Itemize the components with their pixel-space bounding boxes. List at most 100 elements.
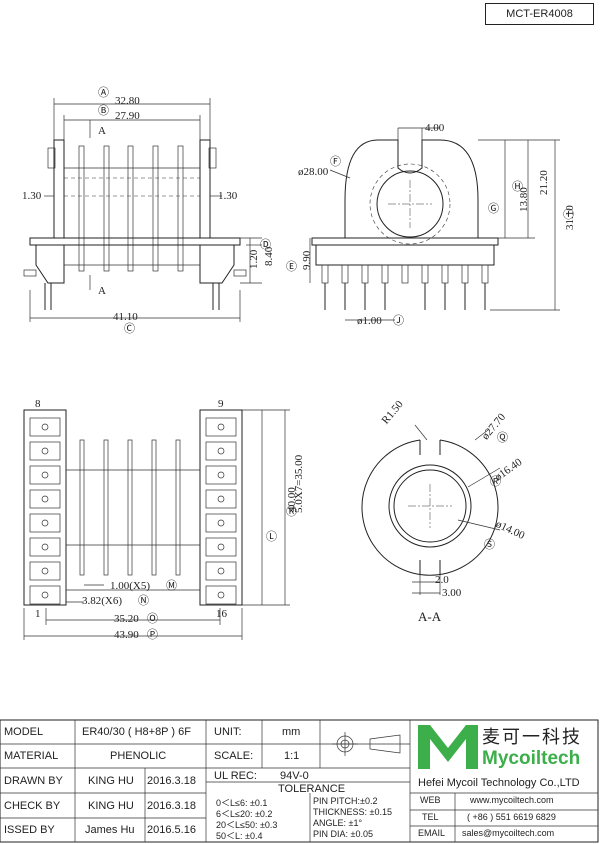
company-name: Hefei Mycoil Technology Co.,LTD [418, 777, 580, 789]
email-link[interactable]: sales@mycoiltech.com [462, 828, 555, 838]
right-pin-hole [217, 567, 225, 575]
tol-4: 50＜L: ±0.4 [216, 831, 263, 841]
left-pin-slot [29, 441, 61, 461]
dim-m-mark: Ⓜ [166, 579, 177, 592]
right-pin-hole [217, 543, 225, 551]
section-a-bottom: A [98, 285, 106, 297]
tol-2: 6＜L≤20: ±0.2 [216, 809, 273, 819]
left-pin-hole [41, 519, 49, 527]
drawn-label: DRAWN BY [4, 775, 63, 787]
right-pin-slot [205, 465, 237, 485]
tel-value: ( +86 ) 551 6619 6829 [467, 812, 556, 822]
dim-i: 31.10 [564, 205, 576, 230]
dim-o: 35.20 [114, 613, 139, 625]
pin-label-8: 8 [35, 398, 41, 410]
dim-p: 43.90 [114, 629, 139, 641]
dim-n-mark: Ⓝ [138, 594, 149, 607]
company-logo [418, 725, 478, 769]
dim-e-mark: Ⓔ [286, 260, 297, 273]
dim-pin-small: 1.20 [248, 249, 260, 269]
drawn-name: KING HU [88, 775, 134, 787]
ul-label: UL REC: [214, 770, 257, 782]
unit-label: UNIT: [214, 726, 242, 738]
dim-h: 21.20 [538, 170, 550, 195]
dim-q-mark: Ⓠ [497, 431, 508, 444]
dim-radius: R1.50 [379, 398, 406, 426]
dim-k: 40.00 [286, 487, 298, 512]
left-pin-slot [29, 537, 61, 557]
email-label: EMAIL [418, 828, 446, 838]
right-pin-slot [205, 441, 237, 461]
right-pin-hole [217, 495, 225, 503]
dim-c: 41.10 [113, 311, 138, 323]
title-block [0, 719, 599, 843]
right-pin-slot [205, 513, 237, 533]
web-link[interactable]: www.mycoiltech.com [470, 795, 554, 805]
left-pin-slot [29, 417, 61, 437]
issued-name: James Hu [85, 824, 135, 836]
company-cn: 麦可一科技 [482, 727, 582, 747]
tol-7: ANGLE: ±1° [313, 818, 363, 828]
dim-j: ø1.00 [357, 315, 382, 327]
dim-c-mark: Ⓒ [124, 322, 135, 335]
dim-b: 27.90 [115, 110, 140, 122]
left-pin-slot [29, 465, 61, 485]
dim-s: ø14.00 [494, 518, 527, 542]
issued-label: ISSED BY [4, 824, 55, 836]
web-label: WEB [420, 795, 441, 805]
left-pin-hole [41, 567, 49, 575]
tolerance-label: TOLERANCE [278, 783, 346, 795]
dim-a: 32.80 [115, 95, 140, 107]
section-view [361, 424, 501, 595]
tol-3: 20＜L≤50: ±0.3 [216, 820, 278, 830]
dim-b-mark: Ⓑ [98, 104, 109, 117]
dim-m: 1.00(X5) [110, 580, 150, 592]
material-label: MATERIAL [4, 750, 59, 762]
dim-h-mark: Ⓗ [512, 180, 523, 193]
dim-side-right: 1.30 [218, 190, 238, 202]
left-pin-slot [29, 561, 61, 581]
dim-g: 13.80 [518, 187, 530, 212]
section-a-top: A [98, 125, 106, 137]
dim-a-mark: Ⓐ [98, 86, 109, 99]
dim-e: 9.90 [301, 250, 313, 270]
material-value: PHENOLIC [110, 750, 167, 762]
check-date: 2016.3.18 [147, 800, 196, 812]
dim-side-left: 1.30 [22, 190, 42, 202]
right-pin-slot [205, 537, 237, 557]
ul-value: 94V-0 [280, 770, 309, 782]
front-view [23, 98, 262, 322]
side-view [309, 127, 560, 321]
check-label: CHECK BY [4, 800, 61, 812]
left-pin-hole [41, 471, 49, 479]
dim-o-mark: Ⓞ [147, 612, 158, 625]
pin-label-9: 9 [218, 398, 224, 410]
check-name: KING HU [88, 800, 134, 812]
dim-d-mark: Ⓓ [260, 238, 271, 251]
unit-value: mm [282, 726, 301, 738]
scale-value: 1:1 [284, 750, 300, 762]
issued-date: 2016.5.16 [147, 824, 196, 836]
tol-1: 0＜L≤6: ±0.1 [216, 798, 268, 808]
dim-s-mark: Ⓢ [484, 538, 495, 551]
dim-r-mark: Ⓡ [490, 475, 501, 488]
dim-g-mark: Ⓖ [488, 202, 499, 215]
scale-label: SCALE: [214, 750, 254, 762]
right-pin-slot [205, 489, 237, 509]
part-number: MCT-ER4008 [506, 8, 573, 20]
dim-n: 3.82(X6) [82, 595, 122, 607]
pin-label-16: 16 [216, 608, 228, 620]
tol-6: THICKNESS: ±0.15 [313, 807, 392, 817]
left-pin-hole [41, 591, 49, 599]
dim-p-mark: Ⓟ [147, 628, 158, 641]
dim-l: 5.0X7=35.00 [293, 454, 305, 513]
dim-l-mark: Ⓛ [266, 530, 277, 543]
dim-k-mark: Ⓚ [286, 505, 297, 518]
left-pin-slot [29, 513, 61, 533]
part-number-box: MCT-ER4008 [485, 3, 594, 25]
right-pin-slot [205, 561, 237, 581]
right-pin-hole [217, 591, 225, 599]
tel-label: TEL [422, 812, 439, 822]
pin-label-1: 1 [35, 608, 41, 620]
